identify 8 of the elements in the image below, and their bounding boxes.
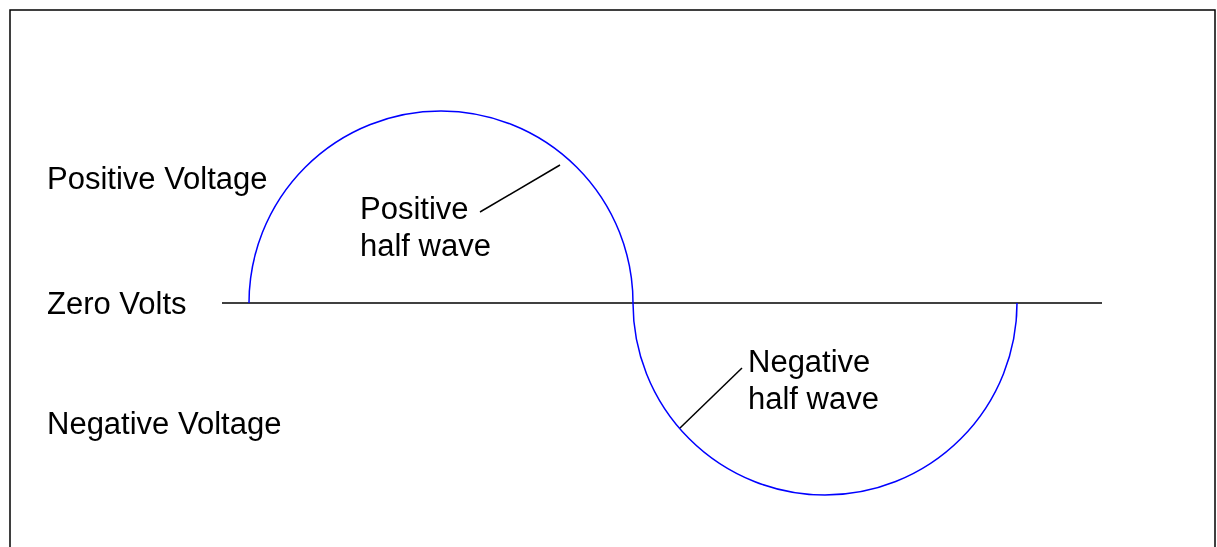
leader-line (679, 367, 743, 429)
axis-level-label: Zero Volts (47, 285, 187, 322)
axis-level-label: Positive Voltage (47, 160, 268, 197)
axis-level-label: Negative Voltage (47, 405, 282, 442)
leader-line (479, 164, 561, 213)
callout-text: Positive half wave (360, 190, 510, 264)
half-wave-curve (632, 302, 1018, 496)
callout-text: Negative half wave (748, 343, 898, 417)
